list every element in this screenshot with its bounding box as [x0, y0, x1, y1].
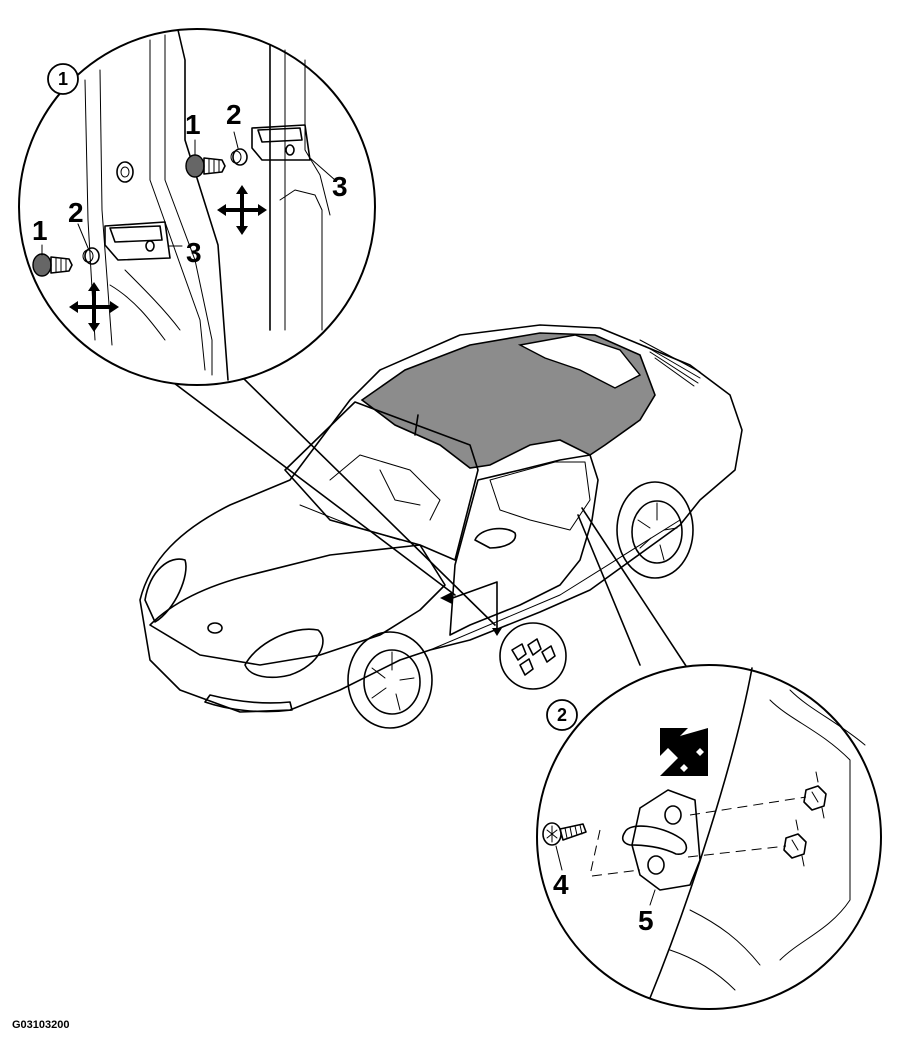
label-lower-bolt: 1	[32, 215, 48, 246]
striker-screw	[542, 822, 587, 846]
door-hinge-marker	[446, 581, 498, 629]
fastener-kit	[499, 622, 567, 690]
callout-2-number: 2	[557, 705, 567, 725]
adjust-arrows-striker	[660, 728, 708, 776]
car-headlight-right	[244, 628, 324, 679]
striker-nut-upper	[803, 771, 827, 819]
upper-hinge-plate	[251, 124, 311, 161]
detail-1-magnifier: 1 2 3 1 2 3	[18, 28, 376, 386]
hinge-marker-arrow-upper	[440, 592, 452, 604]
label-screw: 4	[553, 869, 569, 900]
car-badge	[207, 622, 223, 634]
door-striker	[621, 789, 701, 891]
adjust-arrows-upper	[217, 185, 267, 235]
label-striker: 5	[638, 905, 654, 936]
label-upper-bolt: 1	[185, 109, 201, 140]
car-rear-window	[517, 334, 642, 389]
car-door-window	[489, 461, 591, 531]
car-rear-grille	[639, 339, 701, 387]
car-hood	[149, 544, 446, 666]
detail-1-leader-left	[169, 379, 456, 596]
upper-hinge-spacer	[230, 148, 248, 166]
lower-hinge-spacer	[82, 247, 100, 265]
label-lower-hinge: 3	[186, 237, 202, 268]
callout-1-number: 1	[58, 69, 68, 89]
car-body-outline	[139, 324, 743, 713]
car-door	[449, 454, 599, 636]
car-illustration	[139, 324, 743, 729]
car-front-wheel	[347, 631, 433, 729]
detail-1-leader-right	[239, 374, 496, 626]
figure-id: G03103200	[12, 1019, 70, 1031]
car-side-crease	[429, 519, 681, 651]
callout-1-badge: 1	[47, 63, 79, 95]
adjust-arrows-lower	[69, 282, 119, 332]
callout-leaders	[169, 374, 691, 673]
car-front-intake	[204, 694, 293, 713]
lower-hinge-bolt	[32, 253, 73, 277]
detail-2-magnifier: 4 5	[536, 664, 882, 1010]
car-side-mirror	[474, 527, 517, 549]
detail-2-leader-left	[577, 514, 641, 666]
striker-nut-lower	[783, 819, 807, 867]
car-headlight-left	[144, 558, 187, 623]
car-interior	[299, 454, 441, 541]
callout-2-badge: 2	[546, 699, 578, 731]
label-upper-hinge: 3	[332, 171, 348, 202]
detail-2-leader-right	[581, 507, 691, 673]
label-lower-spacer: 2	[68, 197, 84, 228]
hinge-marker-arrow-lower	[492, 628, 502, 636]
car-antenna	[414, 414, 419, 436]
label-upper-spacer: 2	[226, 99, 242, 130]
car-rear-wheel	[616, 481, 694, 579]
lower-hinge-plate	[104, 221, 171, 261]
car-windshield	[284, 401, 479, 561]
